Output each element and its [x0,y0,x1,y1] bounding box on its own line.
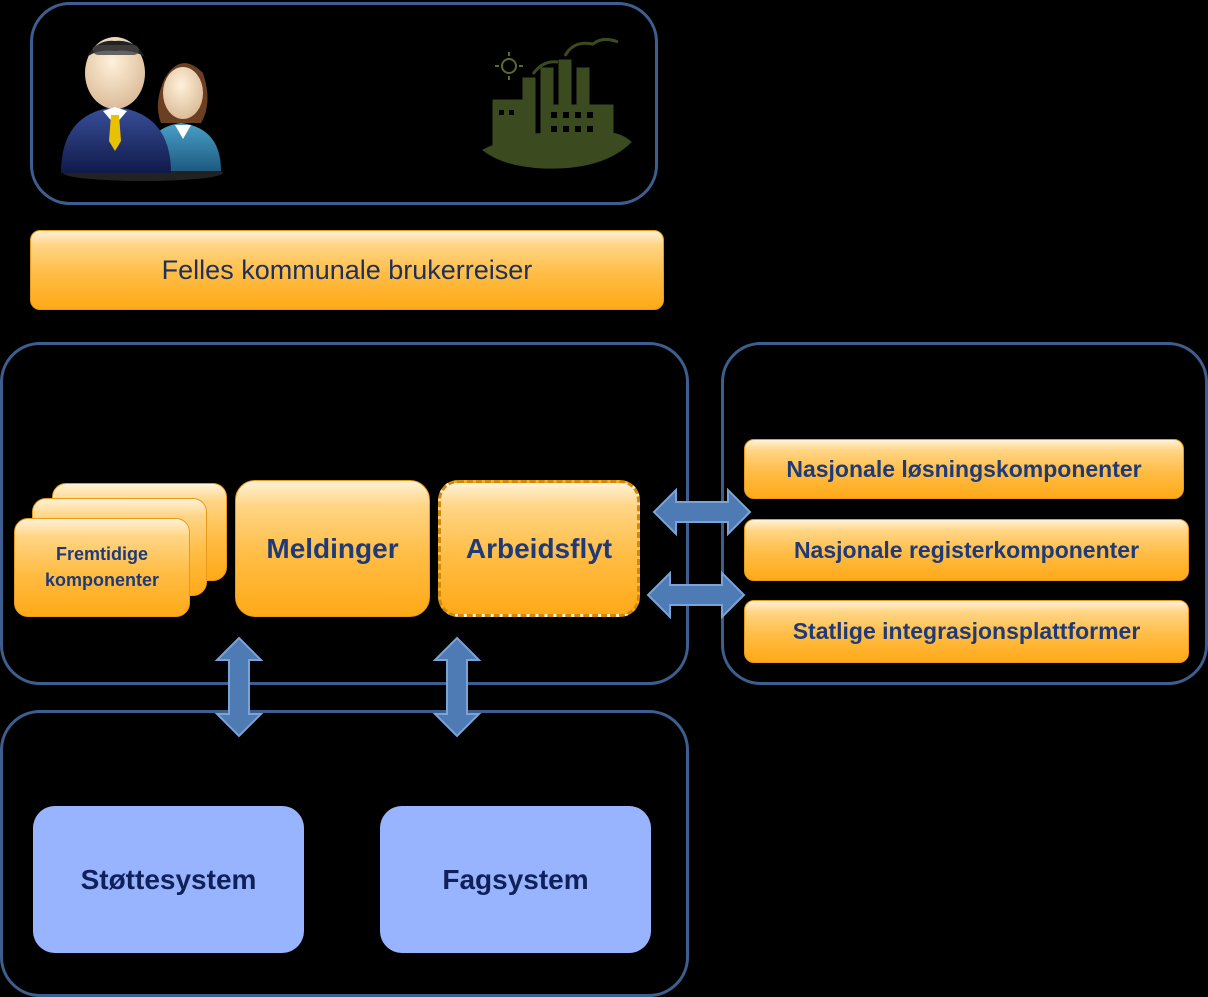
domain-system-box: Fagsystem [380,806,651,953]
users-panel [30,2,658,205]
future-components-box: Fremtidige komponenter [14,518,190,617]
double-arrow-icon [214,636,264,738]
user-journeys-banner: Felles kommunale brukerreiser [30,230,664,310]
support-system-box: Støttesystem [33,806,304,953]
systems-panel [0,710,689,997]
support-system-label: Støttesystem [80,863,257,895]
state-integration-label: Statlige integrasjonsplattformer [792,618,1141,644]
double-arrow-icon [432,636,482,738]
workflow-label: Arbeidsflyt [465,532,613,564]
workflow-box: Arbeidsflyt [438,480,640,617]
user-journeys-label: Felles kommunale brukerreiser [161,254,533,285]
national-solution-components: Nasjonale løsningskomponenter [744,439,1184,499]
messages-box: Meldinger [235,480,430,617]
national-solution-label: Nasjonale løsningskomponenter [786,455,1142,482]
factory-icon [482,37,632,169]
people-icon [61,37,223,181]
national-register-label: Nasjonale registerkomponenter [793,536,1140,563]
double-arrow-icon [652,487,752,537]
future-components-label: Fremtidige komponenter [44,544,159,590]
national-register-components: Nasjonale registerkomponenter [744,519,1189,581]
messages-label: Meldinger [266,532,399,564]
state-integration-platforms: Statlige integrasjonsplattformer [744,600,1189,663]
double-arrow-icon [646,570,746,620]
domain-system-label: Fagsystem [442,863,589,895]
